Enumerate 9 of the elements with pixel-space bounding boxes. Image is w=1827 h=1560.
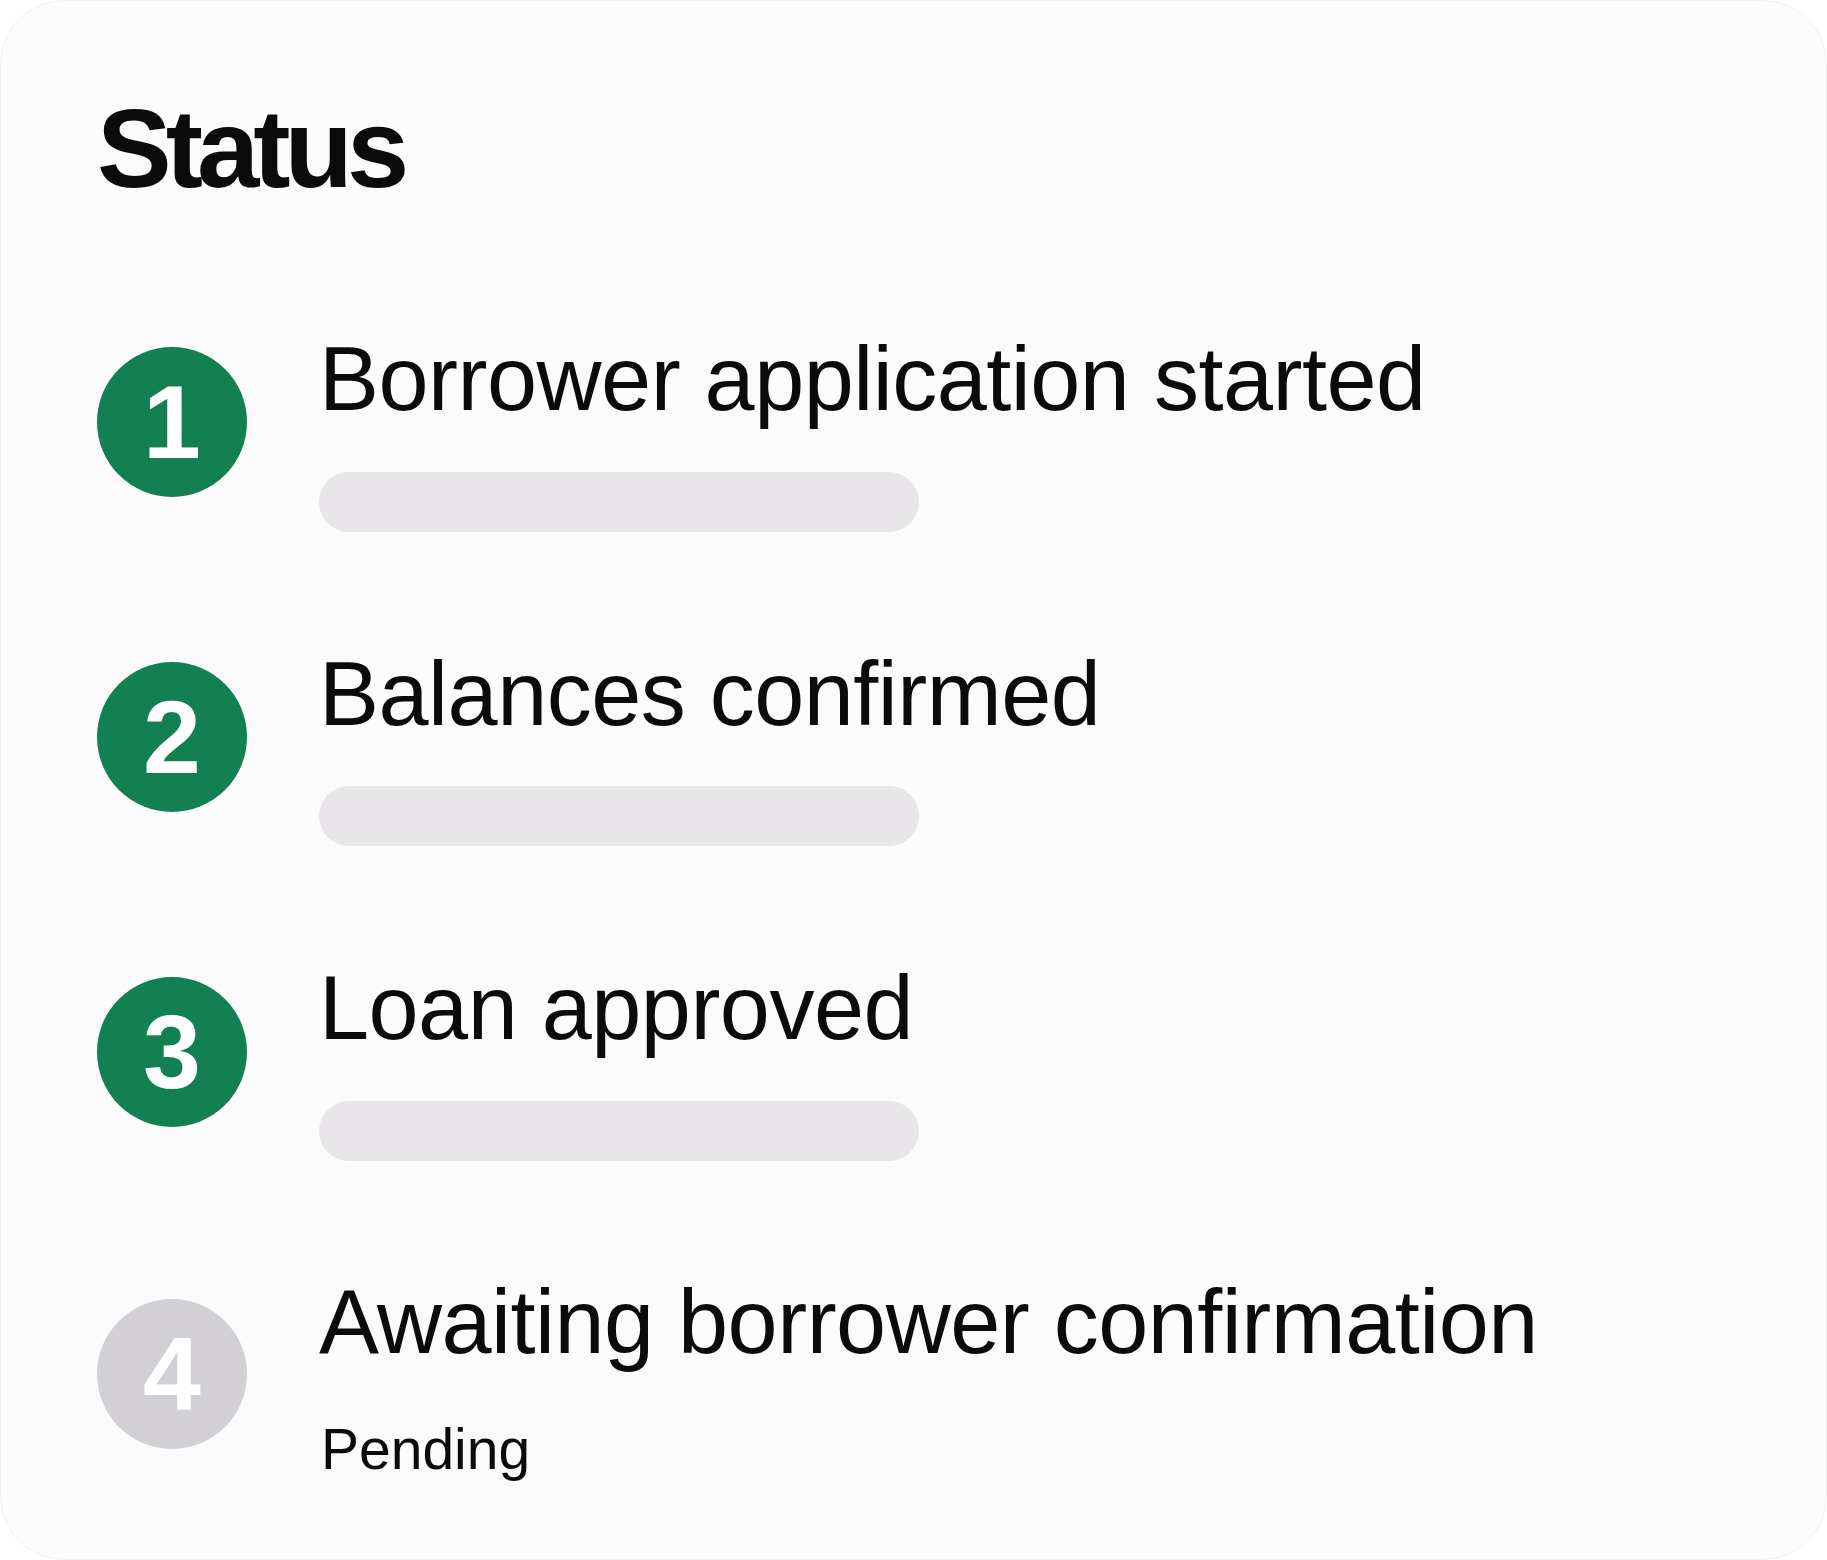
panel-heading: Status (97, 85, 404, 213)
step-title: Loan approved (319, 957, 913, 1060)
step-title: Borrower application started (319, 328, 1426, 431)
step-number-circle: 1 (97, 347, 247, 497)
step-title: Balances confirmed (319, 643, 1101, 746)
step-title: Awaiting borrower confirmation (319, 1271, 1538, 1374)
step-number-circle: 3 (97, 977, 247, 1127)
step-number-circle: 2 (97, 662, 247, 812)
step-status: Pending (321, 1417, 531, 1483)
